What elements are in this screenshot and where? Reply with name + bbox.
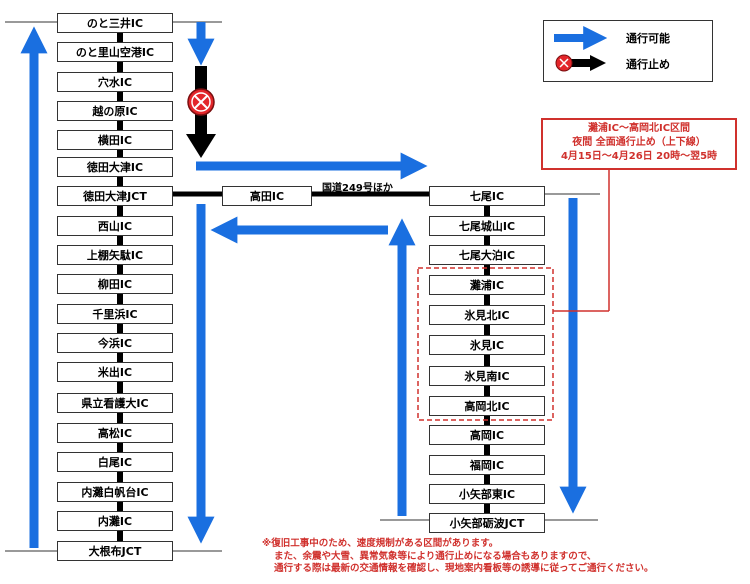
station-takamatsu-ic: 高松IC	[57, 423, 173, 443]
station-noto-satoyama-airport-ic: のと里山空港IC	[57, 42, 173, 62]
station-takaoka-ic: 高岡IC	[429, 425, 545, 445]
station-himi-minami-ic: 氷見南IC	[429, 366, 545, 386]
station-oyabe-higashi-ic: 小矢部東IC	[429, 484, 545, 504]
closure-sign-icon	[187, 88, 215, 116]
station-uchinada-shirahodai-ic: 内灘白帆台IC	[57, 482, 173, 502]
station-chirihama-ic: 千里浜IC	[57, 304, 173, 324]
station-yonede-ic: 米出IC	[57, 362, 173, 382]
station-kenritsu-kangodai-ic: 県立看護大IC	[57, 393, 173, 413]
footer-note-line-3: 通行する際は最新の交通情報を確認し、現地案内看板等の誘導に従ってご通行ください。	[274, 563, 654, 574]
footer-note-line-2: また、余震や大雪、異常気象等により通行止めになる場合もありますので、	[274, 550, 597, 562]
station-koshinohara-ic: 越の原IC	[57, 101, 173, 121]
station-takada-ic: 高田IC	[222, 186, 312, 206]
station-fukuoka-ic: 福岡IC	[429, 455, 545, 475]
closed-arrowhead	[186, 134, 216, 158]
station-nanao-shiroyama-ic: 七尾城山IC	[429, 216, 545, 236]
station-shirao-ic: 白尾IC	[57, 452, 173, 472]
station-yanagida-ic: 柳田IC	[57, 274, 173, 294]
national-route-label: 国道249号ほか	[322, 183, 393, 194]
legend: 通行可能 通行止め	[543, 20, 713, 82]
station-anamizu-ic: 穴水IC	[57, 72, 173, 92]
closure-range-box	[417, 267, 554, 421]
station-imahama-ic: 今浜IC	[57, 333, 173, 353]
closure-note-period: 4月15日～4月26日 20時～翌5時	[560, 151, 718, 162]
station-nanao-ohtomari-ic: 七尾大泊IC	[429, 245, 545, 265]
station-oyabe-tonami-jct: 小矢部砺波JCT	[429, 513, 545, 533]
station-himi-kita-ic: 氷見北IC	[429, 305, 545, 325]
footer-note: ※復旧工事中のため、速度規制がある区間があります。 また、余震や大雪、異常気象等…	[262, 538, 750, 576]
station-oonebu-jct: 大根布JCT	[57, 541, 173, 561]
station-himi-ic: 氷見IC	[429, 335, 545, 355]
closure-note: 灘浦IC～高岡北IC区間 夜間 全面通行止め（上下線） 4月15日～4月26日 …	[541, 118, 737, 170]
station-yokota-ic: 横田IC	[57, 130, 173, 150]
station-nishiyama-ic: 西山IC	[57, 216, 173, 236]
closure-note-type: 夜間 全面通行止め（上下線）	[572, 137, 706, 148]
station-tokuda-otsu-jct: 徳田大津JCT	[57, 186, 173, 206]
station-nadaura-ic: 灘浦IC	[429, 275, 545, 295]
station-tokuda-otsu-ic: 徳田大津IC	[57, 157, 173, 177]
station-noto-mii-ic: のと三井IC	[57, 13, 173, 33]
legend-closed-arrow-icon	[555, 54, 606, 72]
footer-note-line-1: ※復旧工事中のため、速度規制がある区間があります。	[262, 538, 499, 549]
legend-passable-label: 通行可能	[626, 32, 670, 45]
station-takaoka-kita-ic: 高岡北IC	[429, 396, 545, 416]
station-nanao-ic: 七尾IC	[429, 186, 545, 206]
station-uchinada-ic: 内灘IC	[57, 511, 173, 531]
legend-icons	[554, 26, 608, 72]
legend-closed-label: 通行止め	[626, 58, 670, 71]
station-kamidana-yata-ic: 上棚矢駄IC	[57, 245, 173, 265]
closure-note-section: 灘浦IC～高岡北IC区間	[587, 123, 691, 134]
